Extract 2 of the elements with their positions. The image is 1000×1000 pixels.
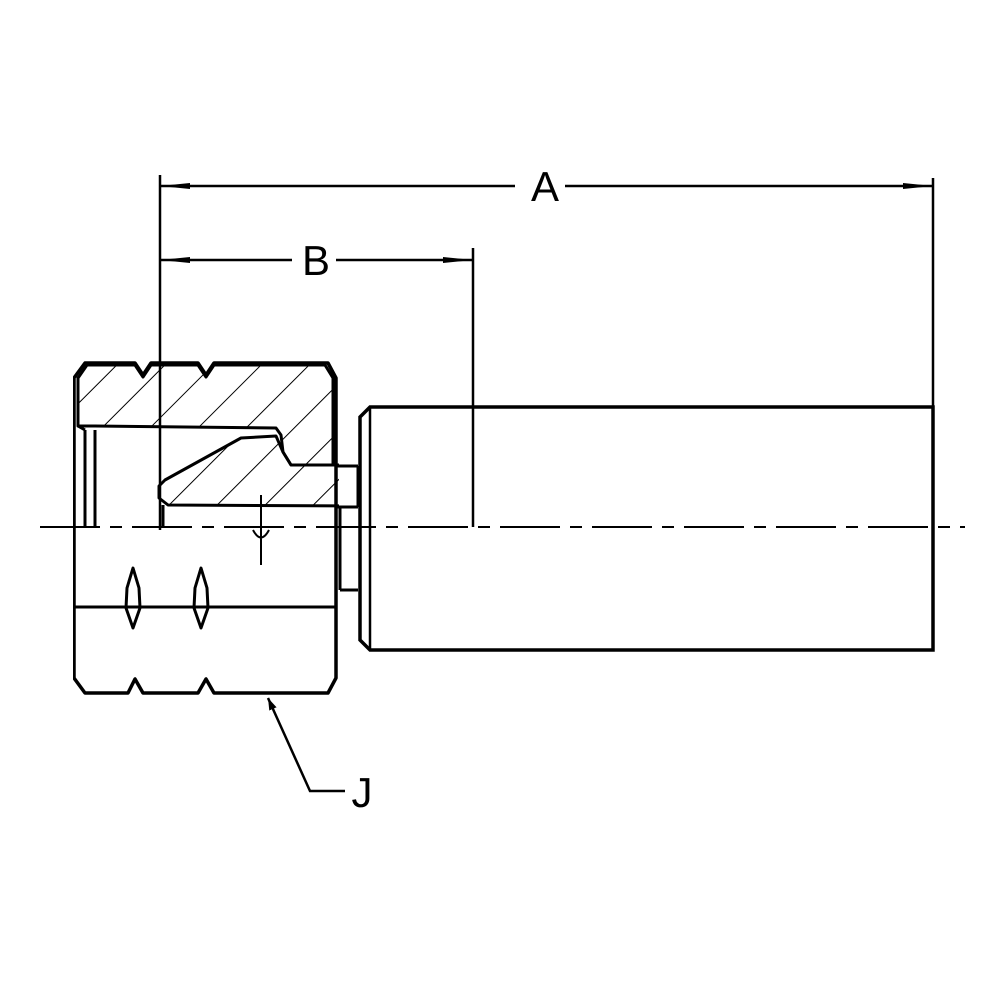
callout-letter: J <box>345 770 379 816</box>
leader-line <box>266 697 345 792</box>
